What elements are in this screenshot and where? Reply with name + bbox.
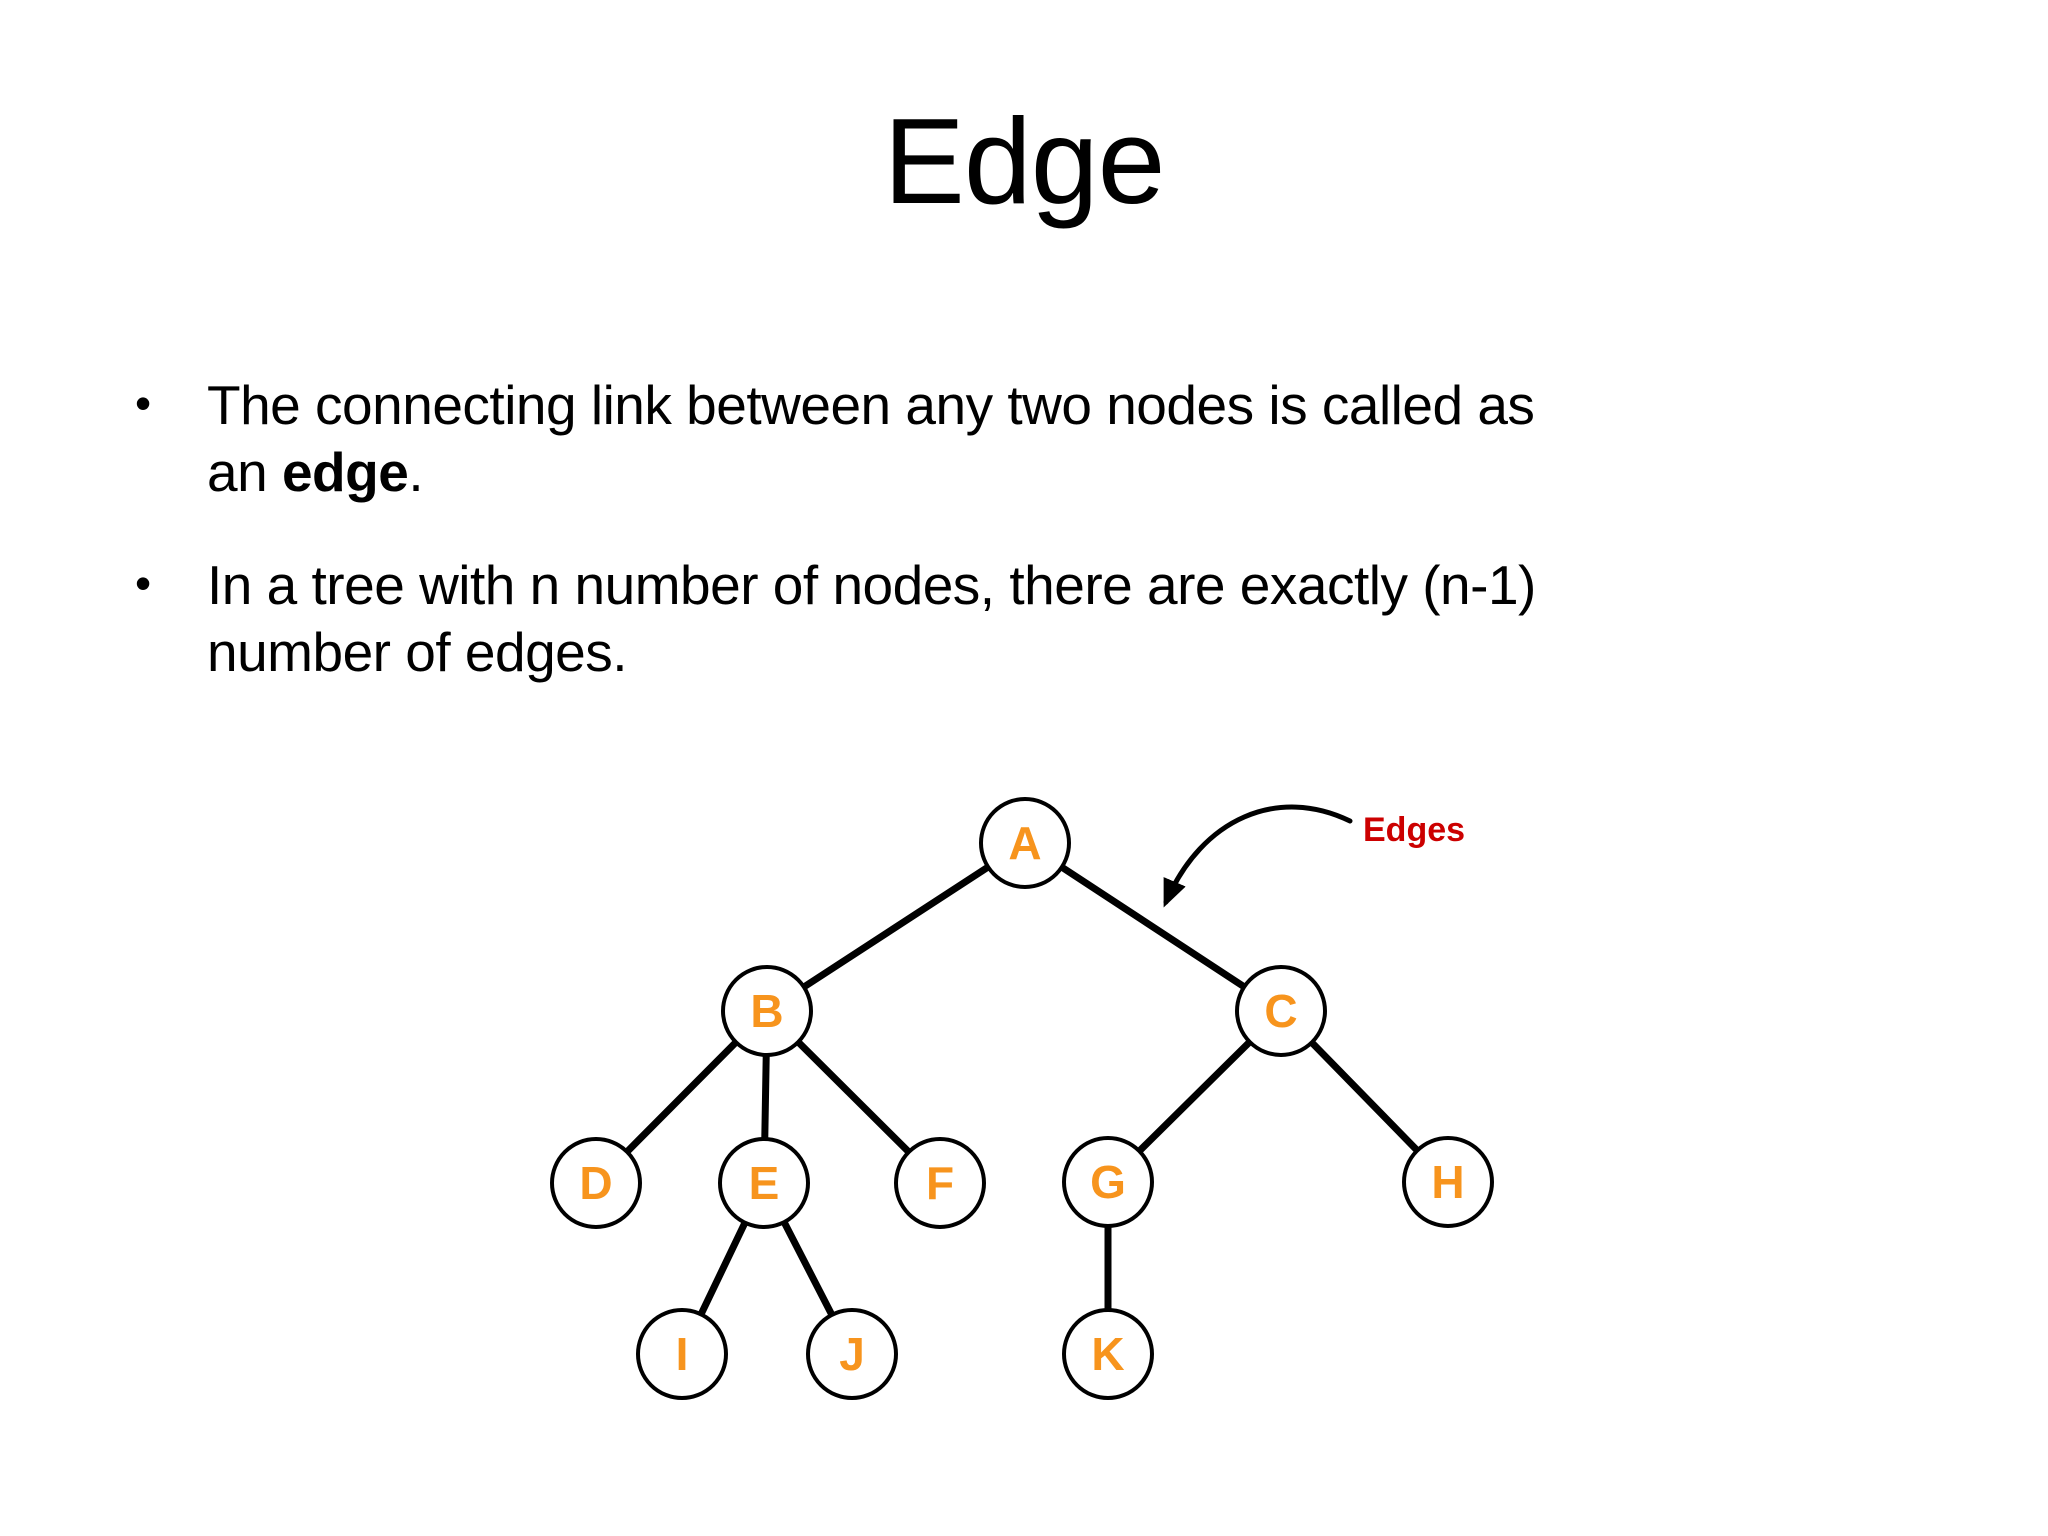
tree-node-D <box>550 1137 642 1229</box>
tree-node-label-K: K <box>1091 1328 1124 1380</box>
tree-node-B <box>721 965 813 1057</box>
bullet-plain-text: number of edges. <box>207 621 628 683</box>
tree-node-label-G: G <box>1090 1156 1126 1208</box>
edges-annotation-label: Edges <box>1363 811 1465 849</box>
tree-node-H <box>1402 1136 1494 1228</box>
bullet-item-0: • The connecting link between any two nod… <box>135 372 1815 506</box>
bullet-list: • The connecting link between any two nod… <box>135 372 1815 732</box>
tree-edge-A-B <box>763 839 1029 1015</box>
tree-node-J <box>806 1308 898 1400</box>
bullet-bold-text: edge <box>281 441 409 503</box>
tree-node-K <box>1062 1308 1154 1400</box>
bullet-plain-text: In a tree with n number of nodes, there … <box>207 554 1536 616</box>
bullet-plain-text: an <box>207 441 282 503</box>
tree-diagram: Edges A B C D E F G H I J K <box>550 797 1494 1400</box>
tree-node-label-E: E <box>749 1157 780 1209</box>
edges-annotation-arrow <box>1163 804 1353 908</box>
tree-node-label-I: I <box>676 1328 689 1380</box>
bullet-plain-text: . <box>408 441 424 503</box>
tree-node-label-B: B <box>750 985 783 1037</box>
tree-node-label-J: J <box>839 1328 865 1380</box>
tree-diagram-container: Edges A B C D E F G H I J K <box>480 755 1620 1455</box>
tree-node-label-F: F <box>926 1157 954 1209</box>
tree-node-label-C: C <box>1264 985 1297 1037</box>
tree-node-label-D: D <box>579 1157 612 1209</box>
bullet-marker: • <box>135 377 151 429</box>
bullet-item-1: • In a tree with n number of nodes, there… <box>135 552 1815 686</box>
tree-node-C <box>1235 965 1327 1057</box>
tree-node-I <box>636 1308 728 1400</box>
tree-node-G <box>1062 1136 1154 1228</box>
tree-node-E <box>718 1137 810 1229</box>
bullet-text: The connecting link between any two node… <box>207 374 1535 503</box>
page-title: Edge <box>883 93 1166 229</box>
tree-node-A <box>979 797 1071 889</box>
tree-edge-A-C <box>1021 839 1285 1015</box>
tree-node-F <box>894 1137 986 1229</box>
bullet-marker: • <box>135 557 151 609</box>
bullet-text: In a tree with n number of nodes, there … <box>207 554 1536 683</box>
bullet-plain-text: The connecting link between any two node… <box>207 374 1535 436</box>
tree-node-label-H: H <box>1431 1156 1464 1208</box>
tree-node-label-A: A <box>1008 817 1041 869</box>
